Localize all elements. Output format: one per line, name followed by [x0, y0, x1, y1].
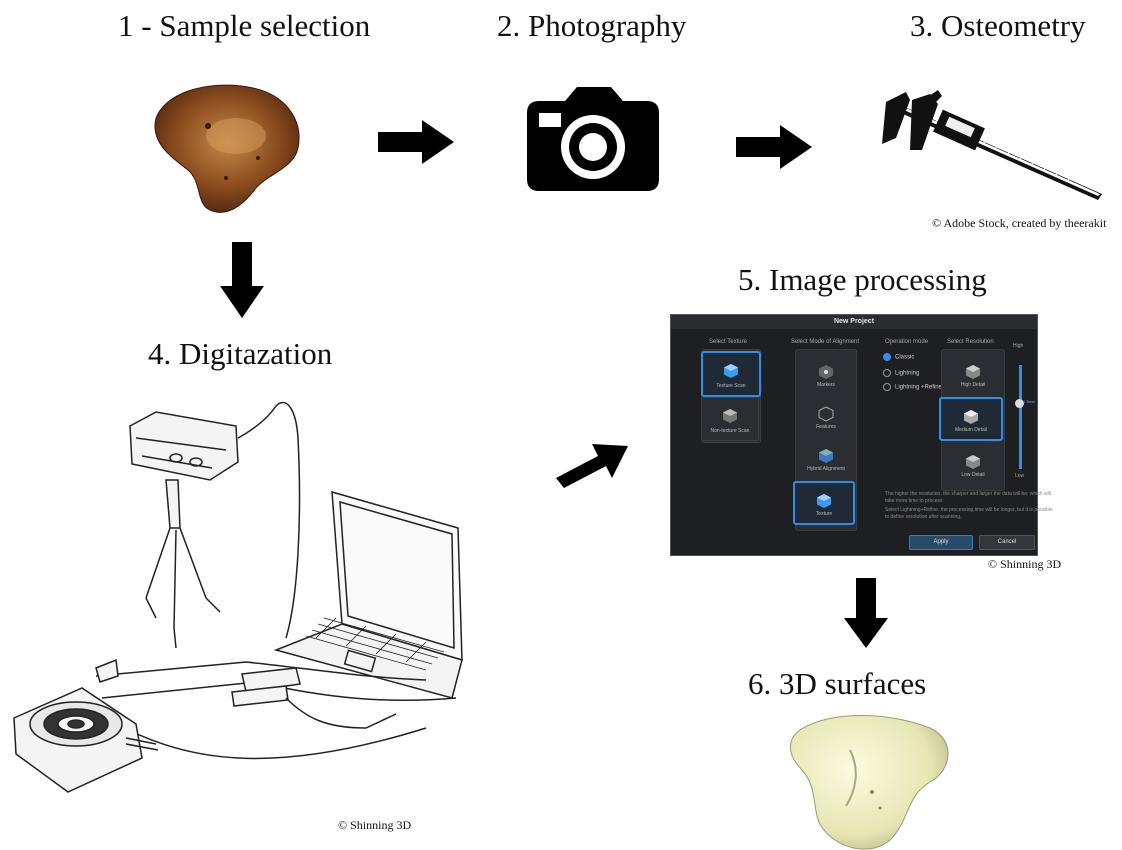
markers-icon: [819, 365, 833, 379]
arrow-down-2: [844, 578, 888, 648]
lightning-note: Select Lightning+Refine, the processing …: [885, 507, 1053, 520]
copyright-icon: ©: [988, 557, 998, 571]
cancel-button[interactable]: Cancel: [979, 535, 1035, 550]
step-4-title: 4. Digitazation: [148, 336, 333, 371]
adobe-credit: © Adobe Stock, created by theerakit: [932, 216, 1106, 231]
bone-sample-image: [154, 84, 300, 213]
low-detail-option[interactable]: Low Detail: [943, 443, 1003, 485]
hybrid-alignment-option[interactable]: Hybrid Alignment: [797, 437, 855, 479]
step-5-title: 5. Image processing: [738, 262, 987, 297]
software-screenshot: New Project Select Texture Select Mode o…: [670, 314, 1053, 556]
resolution-slider-handle[interactable]: [1015, 399, 1024, 408]
window-title: New Project: [671, 315, 1037, 329]
operation-mode-title: Operation mode: [885, 339, 929, 345]
scanner-setup-image: [13, 401, 463, 793]
mode-lightning-label: Lightning: [895, 370, 920, 377]
mode-classic-label: Classic: [895, 354, 915, 361]
step-3-title: 3. Osteometry: [910, 8, 1086, 43]
arrow-right-2: [736, 125, 812, 169]
hybrid-icon: [819, 449, 833, 463]
low-detail-label: Low Detail: [961, 472, 985, 478]
cube-icon: [966, 365, 980, 379]
high-detail-option[interactable]: High Detail: [943, 353, 1003, 395]
mode-lightning-refine-radio[interactable]: Lightning +Refine: [883, 383, 943, 391]
caliper-image: [882, 90, 1102, 200]
panel-credit-text: Shinning 3D: [1000, 557, 1062, 571]
texture-label: Texture: [815, 511, 833, 517]
step-6-title: 6. 3D surfaces: [748, 666, 927, 701]
scanner-credit-text: Shinning 3D: [350, 818, 412, 832]
cube-icon: [817, 494, 831, 508]
select-alignment-title: Select Mode of Alignment: [791, 339, 860, 345]
resolution-note: The higher the resolution, the sharper a…: [885, 491, 1051, 504]
apply-button[interactable]: Apply: [909, 535, 973, 550]
mode-lightning-radio[interactable]: Lightning: [883, 369, 919, 377]
radio-dot: [883, 383, 891, 391]
texture-scan-option[interactable]: Texture Scan: [701, 351, 761, 397]
texture-option[interactable]: Texture: [793, 481, 855, 525]
hybrid-label: Hybrid Alignment: [807, 466, 845, 472]
scanner-credit: © Shinning 3D: [338, 818, 411, 833]
step-1-title: 1 - Sample selection: [118, 8, 371, 43]
mode-lightning-refine-label: Lightning +Refine: [895, 384, 942, 391]
adobe-credit-text: Adobe Stock, created by theerakit: [943, 216, 1107, 230]
step-2-title: 2. Photography: [497, 8, 687, 43]
slider-value: 0.3mm: [1023, 399, 1036, 404]
medium-detail-label: Medium Detail: [955, 427, 987, 433]
slider-low-label: Low: [1015, 473, 1025, 479]
select-resolution-title: Select Resolution: [947, 339, 994, 345]
panel-credit: © Shinning 3D: [988, 557, 1061, 572]
high-detail-label: High Detail: [960, 382, 986, 388]
features-icon: [818, 406, 834, 422]
non-texture-scan-label: Non-texture Scan: [710, 428, 750, 434]
cube-icon: [964, 410, 978, 424]
radio-dot: [883, 353, 891, 361]
arrow-diagonal: [556, 444, 628, 488]
non-texture-scan-option[interactable]: Non-texture Scan: [701, 397, 759, 441]
copyright-icon: ©: [932, 216, 942, 230]
arrow-right-1: [378, 120, 454, 164]
cube-icon: [724, 364, 738, 378]
features-label: Features: [816, 424, 836, 430]
radio-dot: [883, 369, 891, 377]
cube-icon: [966, 455, 980, 469]
medium-detail-option[interactable]: Medium Detail: [939, 397, 1003, 441]
camera-icon: [527, 87, 659, 191]
arrow-down-1: [220, 242, 264, 318]
markers-option[interactable]: Markers: [797, 353, 855, 395]
features-option[interactable]: Features: [797, 395, 855, 437]
texture-scan-label: Texture Scan: [716, 383, 746, 389]
slider-high-label: High: [1013, 343, 1024, 349]
3d-surface-image: [790, 715, 949, 850]
resolution-slider-track[interactable]: [1019, 365, 1022, 469]
cube-icon: [723, 409, 737, 423]
copyright-icon: ©: [338, 818, 348, 832]
markers-label: Markers: [816, 382, 836, 388]
select-texture-title: Select Texture: [709, 339, 747, 345]
mode-classic-radio[interactable]: Classic: [883, 353, 914, 361]
